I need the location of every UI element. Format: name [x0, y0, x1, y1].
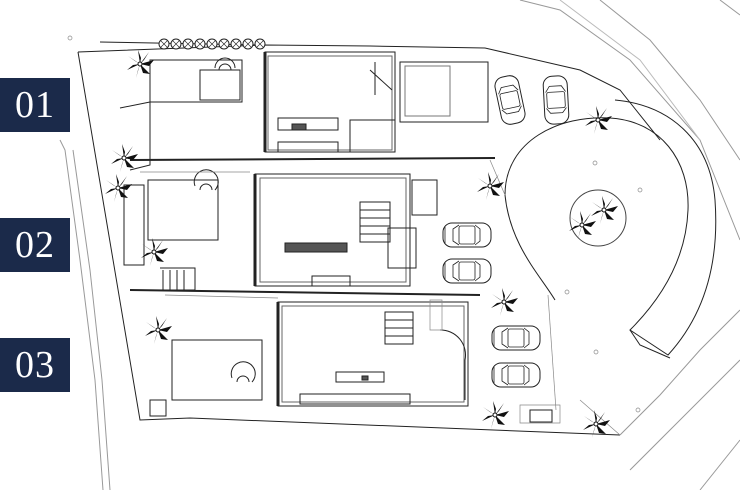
palm-tree-icon [490, 287, 519, 317]
site-details [68, 36, 642, 435]
car-icon [492, 73, 528, 127]
unit-01-plan [100, 42, 495, 170]
site-boundary [60, 0, 740, 490]
unit-02-plan [124, 170, 480, 295]
palm-tree-icon [110, 143, 139, 173]
driveway-roundabout [505, 100, 716, 358]
unit-03-plan [150, 302, 552, 422]
car-icon [542, 74, 570, 126]
palm-tree-icon [481, 400, 510, 430]
palm-tree-icon [568, 210, 597, 240]
hedge-row [158, 38, 266, 50]
car-icon [442, 222, 492, 248]
car-icon [442, 258, 492, 284]
palm-tree-icon [584, 105, 613, 135]
palm-tree-icon [144, 315, 173, 345]
palm-tree-icon [104, 173, 133, 203]
car-icon [491, 362, 541, 388]
palm-tree-icon [476, 171, 505, 201]
palm-tree-icon [140, 237, 169, 267]
unit-label-03[interactable]: 03 [0, 338, 70, 392]
palm-tree-icon [590, 195, 619, 225]
car-icon [491, 325, 541, 351]
unit-label-02[interactable]: 02 [0, 218, 70, 272]
unit-label-01[interactable]: 01 [0, 78, 70, 132]
